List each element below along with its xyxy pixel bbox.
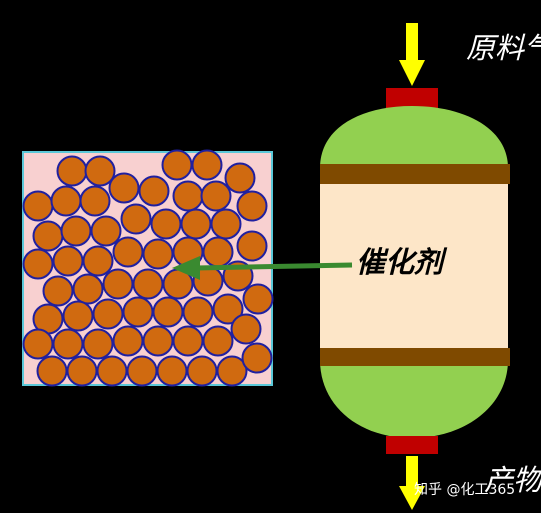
catalyst-particle [79, 185, 111, 217]
bottom-head [320, 360, 508, 438]
catalyst-particle [224, 162, 256, 194]
catalyst-particle [32, 220, 64, 252]
top-head [320, 106, 508, 168]
catalyst-particle [230, 313, 262, 345]
catalyst-particle [142, 325, 174, 357]
catalyst-particle [82, 245, 114, 277]
catalyst-particle [161, 149, 193, 181]
catalyst-particle [66, 355, 98, 387]
catalyst-particle [60, 215, 92, 247]
catalyst-particle [82, 328, 114, 360]
product-label: 产物 [484, 463, 541, 497]
catalyst-particle [84, 155, 116, 187]
product-arrow [399, 456, 425, 510]
catalyst-particle [172, 180, 204, 212]
catalyst-particle [112, 325, 144, 357]
catalyst-particle [22, 190, 54, 222]
catalyst-particle [62, 300, 94, 332]
catalyst-particle [108, 172, 140, 204]
catalyst-particle [200, 180, 232, 212]
catalyst-particle [42, 275, 74, 307]
feed-label: 原料气 [466, 31, 541, 65]
catalyst-particle [96, 355, 128, 387]
pointer-arrow [172, 256, 353, 280]
catalyst-particle [50, 185, 82, 217]
catalyst-particle [56, 155, 88, 187]
catalyst-particle [202, 236, 234, 268]
catalyst-particle [52, 328, 84, 360]
catalyst-particle [112, 236, 144, 268]
upper-band [320, 164, 510, 184]
catalyst-particle [191, 149, 223, 181]
catalyst-particle [210, 208, 242, 240]
catalyst-particle [236, 190, 268, 222]
watermark: 知乎 @化工365 [414, 481, 515, 498]
catalyst-particle [241, 342, 273, 374]
catalyst-particle [132, 268, 164, 300]
bottom-nozzle [386, 436, 438, 454]
catalyst-particle [22, 248, 54, 280]
catalyst-particle [126, 355, 158, 387]
top-nozzle [386, 88, 438, 108]
lower-band [320, 348, 510, 366]
catalyst-particle [212, 293, 244, 325]
catalyst-particles [22, 149, 274, 387]
catalyst-particle [102, 268, 134, 300]
catalyst-particle [120, 203, 152, 235]
feed-arrow [399, 23, 425, 86]
catalyst-particle [156, 355, 188, 387]
catalyst-particle [242, 283, 274, 315]
catalyst-particle [180, 208, 212, 240]
catalyst-particle [122, 296, 154, 328]
catalyst-particle [92, 298, 124, 330]
catalyst-particle [142, 238, 174, 270]
catalyst-label: 催化剂 [356, 245, 448, 279]
catalyst-particle [138, 175, 170, 207]
catalyst-particle [152, 296, 184, 328]
catalyst-particle [182, 296, 214, 328]
catalyst-particle [52, 245, 84, 277]
catalyst-particle [172, 325, 204, 357]
catalyst-particle [72, 273, 104, 305]
catalyst-particle [22, 328, 54, 360]
catalyst-particle [150, 208, 182, 240]
catalyst-particle [202, 325, 234, 357]
catalyst-particle [36, 355, 68, 387]
catalyst-particle [186, 355, 218, 387]
catalyst-particle [216, 355, 248, 387]
catalyst-particle [90, 215, 122, 247]
catalyst-particle [236, 230, 268, 262]
